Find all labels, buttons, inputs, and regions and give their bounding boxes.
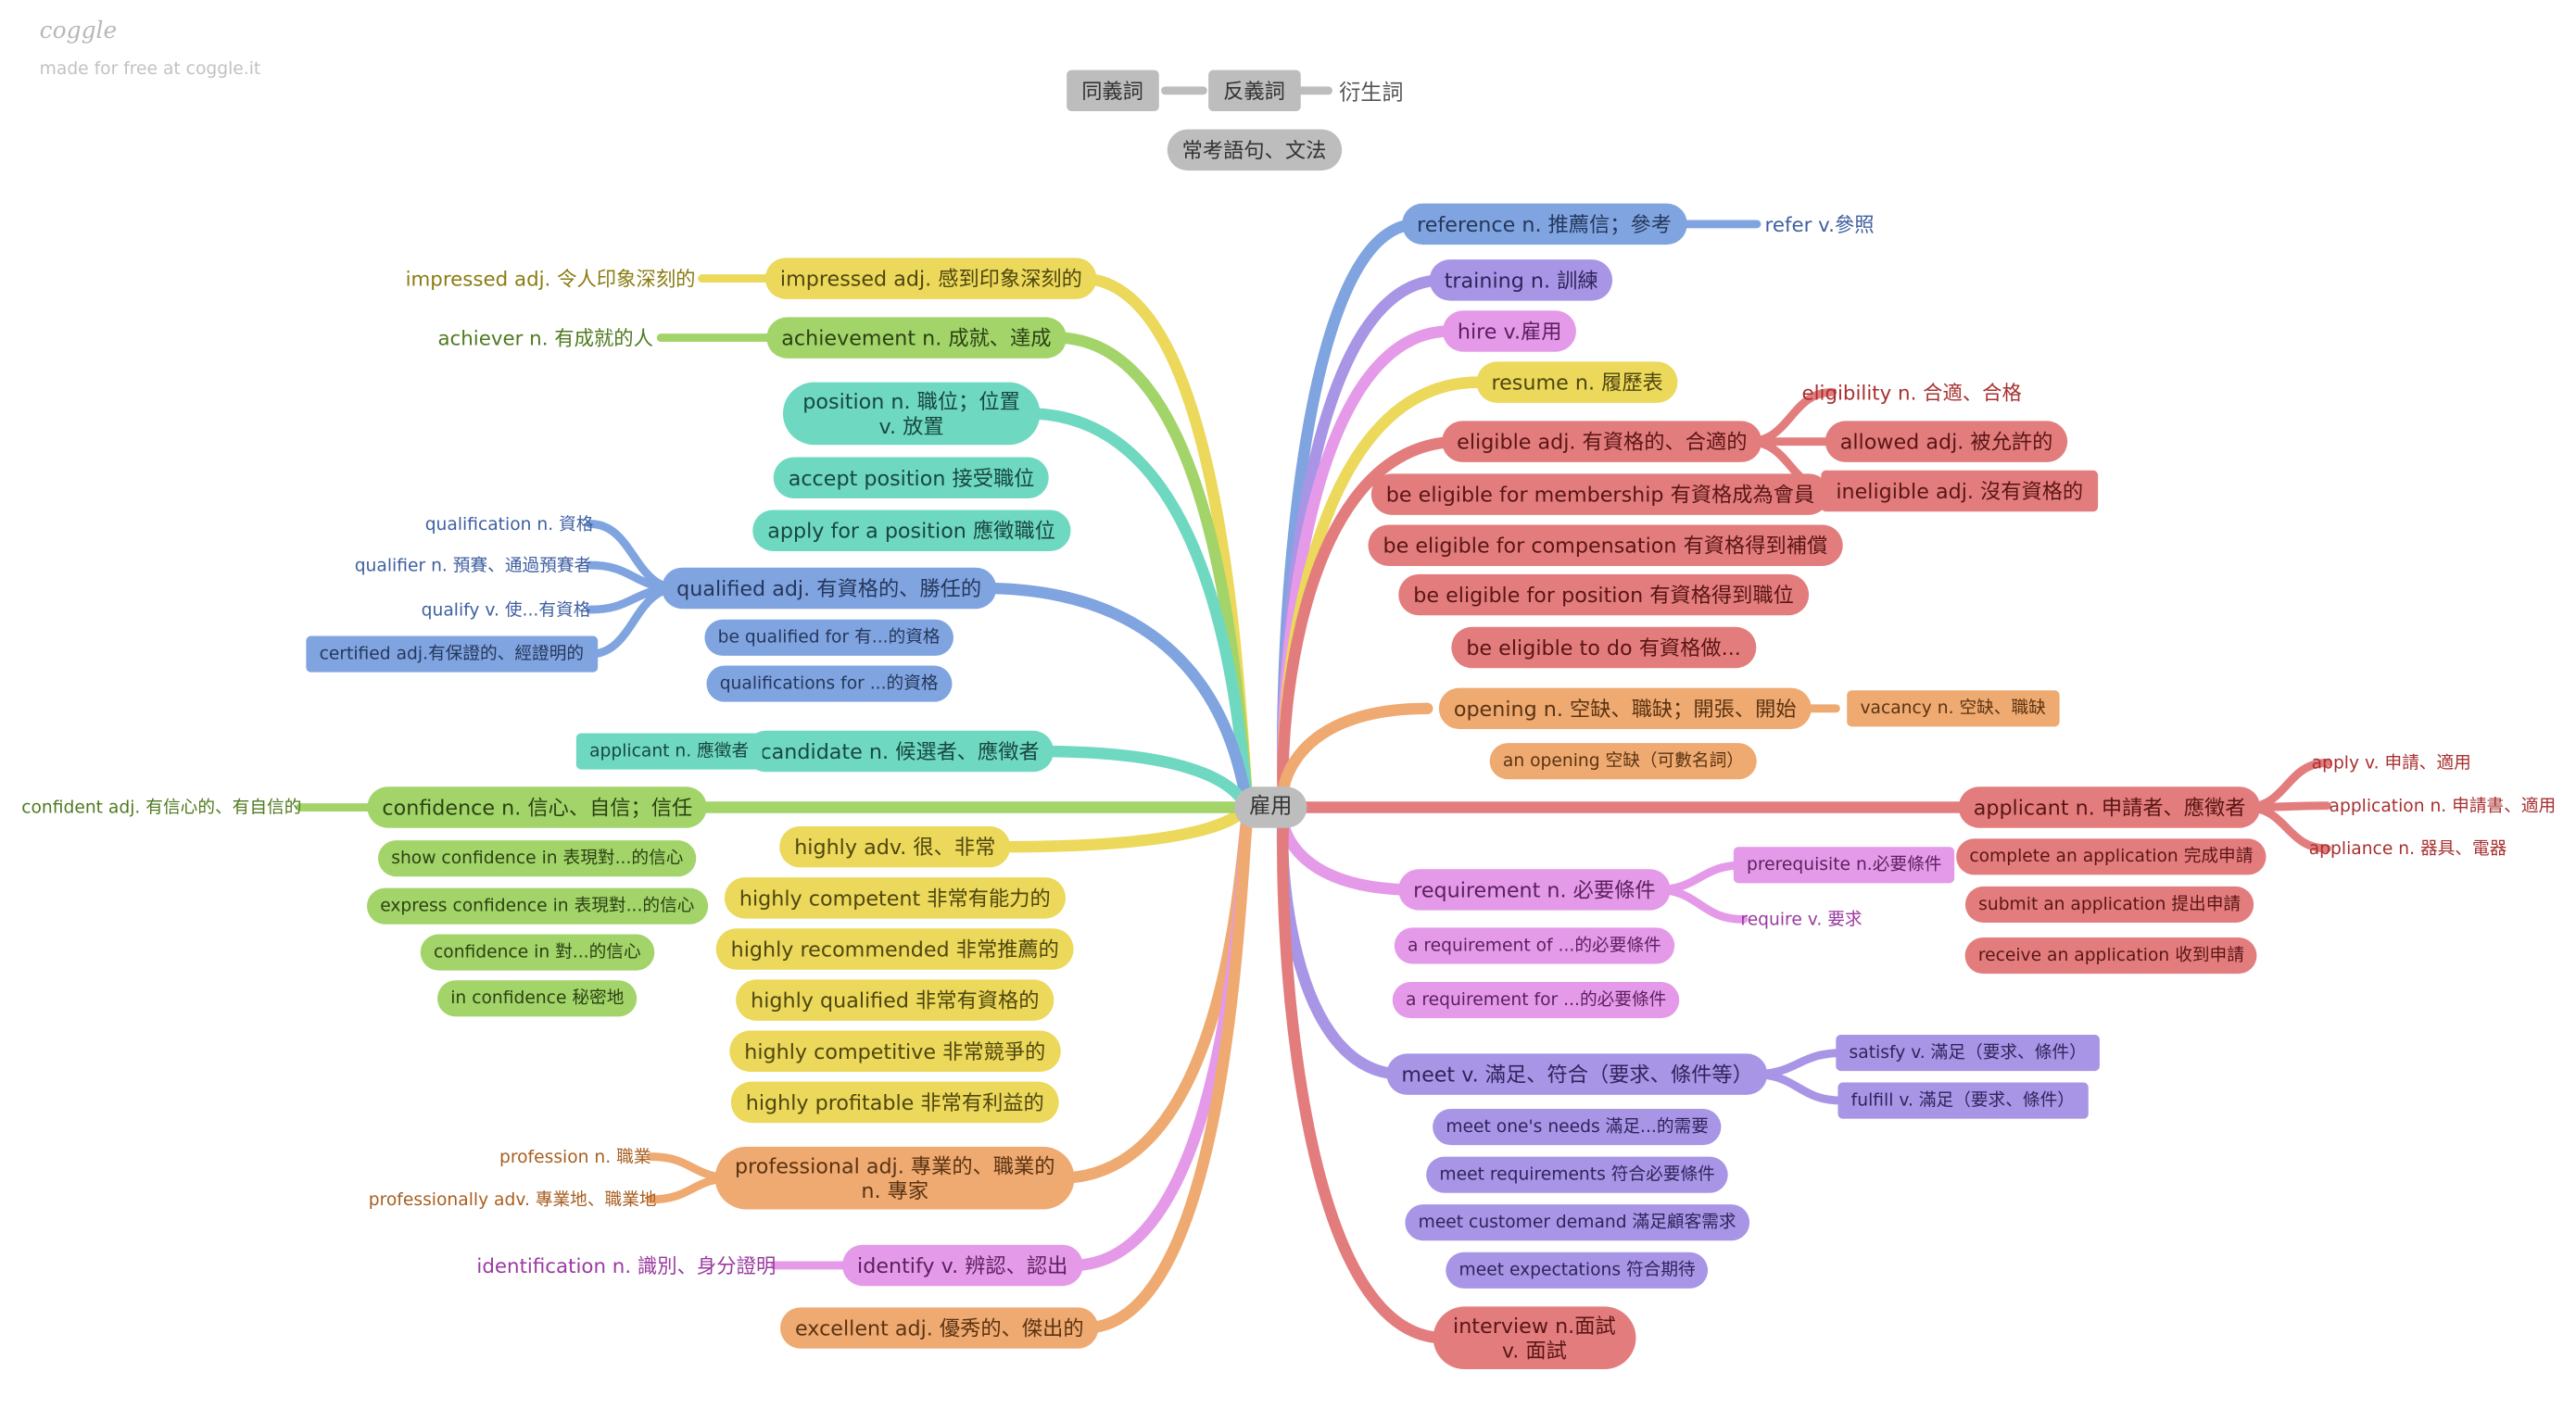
- phrase-highly-profitable[interactable]: highly profitable 非常有利益的: [730, 1081, 1059, 1124]
- phrase-requirement-for[interactable]: a requirement for ...的必要條件: [1392, 982, 1680, 1019]
- node-excellent[interactable]: excellent adj. 優秀的、傑出的: [780, 1307, 1099, 1349]
- node-qualified[interactable]: qualified adj. 有資格的、勝任的: [662, 567, 997, 610]
- edge-highly: [996, 801, 1256, 853]
- edge-interview: [1277, 801, 1450, 1344]
- interview-line-1: interview n.面試: [1453, 1313, 1616, 1339]
- interview-line-2: v. 面試: [1501, 1338, 1567, 1363]
- phrase-meet-requirements[interactable]: meet requirements 符合必要條件: [1426, 1156, 1729, 1193]
- node-apply[interactable]: apply v. 申請、適用: [2311, 753, 2471, 774]
- node-vacancy[interactable]: vacancy n. 空缺、職缺: [1847, 690, 2060, 727]
- phrase-eligible-membership[interactable]: be eligible for membership 有資格成為會員: [1370, 473, 1830, 515]
- central-topic[interactable]: 雇用: [1234, 786, 1307, 828]
- node-ineligible[interactable]: ineligible adj. 沒有資格的: [1821, 470, 2099, 512]
- node-prerequisite[interactable]: prerequisite n.必要條件: [1733, 847, 1955, 884]
- node-highly[interactable]: highly adv. 很、非常: [779, 825, 1011, 868]
- phrase-in-confidence[interactable]: in confidence 秘密地: [437, 980, 638, 1017]
- node-require[interactable]: require v. 要求: [1740, 910, 1863, 931]
- legend-antonym: 反義詞: [1208, 69, 1300, 112]
- phrase-highly-competent[interactable]: highly competent 非常有能力的: [724, 877, 1066, 919]
- phrase-eligible-to-do[interactable]: be eligible to do 有資格做...: [1451, 626, 1756, 669]
- legend-derivative: 衍生詞: [1339, 82, 1404, 107]
- edge-opening: [1277, 702, 1433, 813]
- node-professionally[interactable]: professionally adv. 專業地、職業地: [368, 1190, 657, 1211]
- node-candidate[interactable]: candidate n. 候選者、應徵者: [745, 730, 1054, 773]
- node-hire[interactable]: hire v.雇用: [1442, 310, 1577, 352]
- node-impressed-derived[interactable]: impressed adj. 令人印象深刻的: [405, 268, 696, 291]
- node-confidence[interactable]: confidence n. 信心、自信；信任: [367, 786, 708, 828]
- node-resume[interactable]: resume n. 履歷表: [1476, 361, 1678, 403]
- edge-candidate: [1032, 745, 1256, 813]
- phrase-meet-expectations[interactable]: meet expectations 符合期待: [1446, 1252, 1709, 1289]
- node-qualification[interactable]: qualification n. 資格: [424, 514, 594, 535]
- phrase-submit-application[interactable]: submit an application 提出申請: [1964, 886, 2254, 924]
- phrase-complete-application[interactable]: complete an application 完成申請: [1956, 838, 2267, 875]
- node-applicant[interactable]: applicant n. 申請者、應徵者: [1958, 786, 2261, 828]
- node-application[interactable]: application n. 申請書、適用: [2329, 796, 2557, 817]
- node-profession[interactable]: profession n. 職業: [499, 1147, 651, 1168]
- node-training[interactable]: training n. 訓練: [1429, 259, 1613, 301]
- node-allowed[interactable]: allowed adj. 被允許的: [1825, 421, 2068, 462]
- position-line-1: position n. 職位；位置: [802, 388, 1020, 414]
- phrase-qualified-for[interactable]: be qualified for 有...的資格: [704, 619, 953, 656]
- edge-excellent: [1079, 801, 1256, 1334]
- node-impressed[interactable]: impressed adj. 感到印象深刻的: [764, 258, 1097, 299]
- professional-line-2: n. 專家: [861, 1177, 929, 1203]
- phrase-show-confidence[interactable]: show confidence in 表現對...的信心: [377, 840, 697, 877]
- phrase-highly-competitive[interactable]: highly competitive 非常競爭的: [729, 1030, 1061, 1072]
- node-identify[interactable]: identify v. 辨認、認出: [842, 1244, 1083, 1287]
- phrase-an-opening[interactable]: an opening 空缺（可數名詞）: [1489, 743, 1758, 780]
- phrase-qualifications-for[interactable]: qualifications for ...的資格: [706, 665, 952, 702]
- phrase-highly-qualified[interactable]: highly qualified 非常有資格的: [736, 979, 1054, 1021]
- phrase-confidence-in[interactable]: confidence in 對...的信心: [420, 934, 654, 971]
- node-achiever[interactable]: achiever n. 有成就的人: [437, 327, 653, 350]
- node-eligible[interactable]: eligible adj. 有資格的、合適的: [1442, 421, 1762, 462]
- node-achievement[interactable]: achievement n. 成就、達成: [766, 317, 1067, 359]
- legend-synonym: 同義詞: [1067, 69, 1158, 112]
- node-applicant-synonym[interactable]: applicant n. 應徵者: [575, 733, 763, 770]
- phrase-meet-customer-demand[interactable]: meet customer demand 滿足顧客需求: [1405, 1204, 1749, 1241]
- edge-professional: [1054, 801, 1256, 1184]
- node-satisfy[interactable]: satisfy v. 滿足（要求、條件）: [1836, 1034, 2100, 1072]
- node-opening[interactable]: opening n. 空缺、職缺；開張、開始: [1438, 687, 1812, 730]
- node-qualify[interactable]: qualify v. 使...有資格: [421, 600, 591, 621]
- phrase-accept-position[interactable]: accept position 接受職位: [773, 457, 1050, 499]
- node-reference[interactable]: reference n. 推薦信；參考: [1402, 203, 1686, 245]
- phrase-eligible-position[interactable]: be eligible for position 有資格得到職位: [1398, 573, 1809, 616]
- phrase-receive-application[interactable]: receive an application 收到申請: [1964, 937, 2258, 975]
- node-fulfill[interactable]: fulfill v. 滿足（要求、條件）: [1837, 1082, 2089, 1119]
- coggle-logo[interactable]: coggle: [39, 18, 118, 45]
- node-meet[interactable]: meet v. 滿足、符合（要求、條件等）: [1386, 1053, 1768, 1095]
- legend-grammar: 常考語句、文法: [1167, 129, 1342, 171]
- made-for-free-caption[interactable]: made for free at coggle.it: [39, 59, 261, 80]
- node-confident[interactable]: confident adj. 有信心的、有自信的: [21, 798, 302, 819]
- node-identification[interactable]: identification n. 識別、身分證明: [476, 1254, 777, 1278]
- phrase-highly-recommended[interactable]: highly recommended 非常推薦的: [715, 928, 1074, 970]
- node-certified[interactable]: certified adj.有保證的、經證明的: [306, 635, 598, 673]
- node-eligibility[interactable]: eligibility n. 合適、合格: [1801, 381, 2022, 405]
- phrase-requirement-of[interactable]: a requirement of ...的必要條件: [1394, 927, 1674, 964]
- professional-line-1: professional adj. 專業的、職業的: [735, 1153, 1055, 1178]
- position-line-2: v. 放置: [878, 413, 944, 439]
- node-refer[interactable]: refer v.參照: [1764, 213, 1875, 237]
- phrase-eligible-compensation[interactable]: be eligible for compensation 有資格得到補償: [1368, 524, 1843, 566]
- phrase-apply-for-position[interactable]: apply for a position 應徵職位: [752, 510, 1070, 551]
- phrase-meet-needs[interactable]: meet one's needs 滿足...的需要: [1433, 1108, 1723, 1146]
- edge-achievement: [1050, 332, 1256, 813]
- node-appliance[interactable]: appliance n. 器具、電器: [2308, 839, 2507, 860]
- node-requirement[interactable]: requirement n. 必要條件: [1398, 869, 1671, 911]
- node-qualifier[interactable]: qualifier n. 預賽、通過預賽者: [354, 556, 592, 576]
- phrase-express-confidence[interactable]: express confidence in 表現對...的信心: [366, 887, 708, 925]
